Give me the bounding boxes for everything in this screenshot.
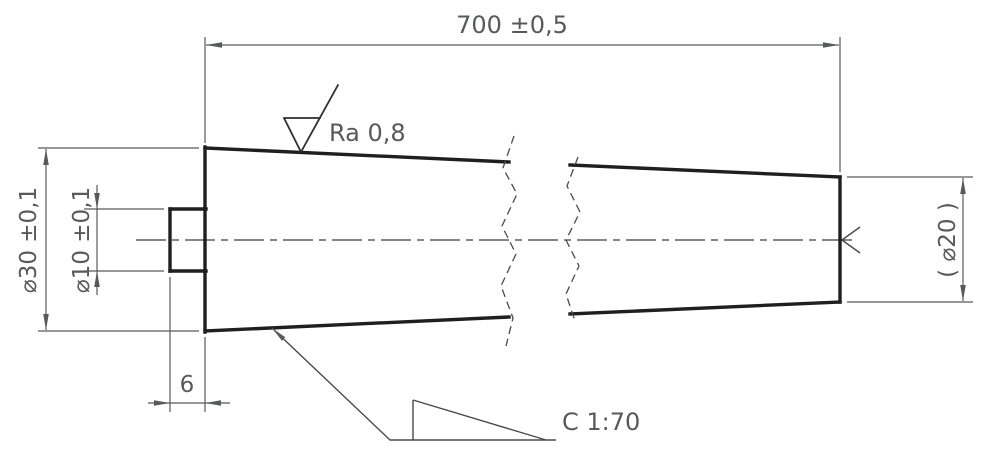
taper-callout: C 1:70	[271, 327, 640, 441]
right-bottom-edge	[568, 300, 842, 316]
roughness-symbol-right-leg	[300, 84, 339, 153]
centerline	[136, 226, 861, 254]
part-outline	[168, 145, 842, 334]
roughness-callout: Ra 0,8	[283, 84, 406, 153]
break-lines	[500, 135, 581, 347]
arrowhead-up-icon	[43, 149, 49, 165]
dimension-stub-length: 6	[148, 277, 230, 412]
break-line-right	[565, 156, 581, 322]
arrowhead-down-icon	[43, 314, 49, 330]
taper-symbol-hypotenuse	[412, 399, 547, 441]
arrowhead-up-icon	[960, 178, 966, 194]
overall-length-label: 700 ±0,5	[456, 11, 568, 39]
left-bottom-edge	[203, 315, 511, 333]
dimension-diameter-stub: ⌀10 ±0,1	[69, 185, 164, 295]
dimension-overall-length: 700 ±0,5	[204, 11, 841, 172]
diameter-left-label: ⌀30 ±0,1	[16, 187, 42, 293]
centerline-end-arrow-icon	[841, 226, 861, 254]
arrowhead-down-icon	[960, 285, 966, 301]
arrowhead-right-icon	[154, 400, 170, 406]
taper-label: C 1:70	[562, 408, 640, 436]
roughness-label: Ra 0,8	[329, 119, 406, 147]
stub-length-label: 6	[180, 372, 195, 398]
arrowhead-up-icon	[94, 271, 100, 287]
roughness-symbol-left-leg	[283, 117, 302, 153]
taper-leader-arrowhead-icon	[272, 328, 286, 341]
arrowhead-right-icon	[823, 42, 839, 48]
dimension-diameter-left: ⌀30 ±0,1	[16, 147, 199, 332]
dimension-diameter-right: ( ⌀20 )	[847, 176, 973, 303]
arrowhead-left-icon	[206, 42, 222, 48]
diameter-right-label: ( ⌀20 )	[935, 202, 961, 278]
left-top-edge	[203, 146, 511, 164]
right-top-edge	[568, 163, 842, 179]
arrowhead-down-icon	[94, 193, 100, 209]
taper-leader-line	[271, 327, 556, 441]
diameter-stub-label: ⌀10 ±0,1	[69, 187, 95, 293]
arrowhead-left-icon	[205, 400, 221, 406]
